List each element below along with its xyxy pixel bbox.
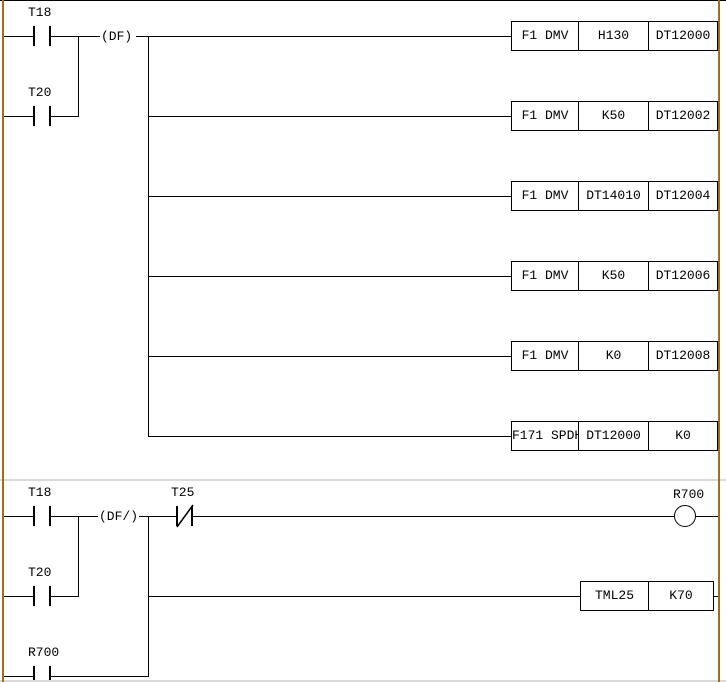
block-opcode: F1 DMV bbox=[512, 182, 579, 210]
wire bbox=[51, 36, 100, 37]
block-operand-1: H130 bbox=[579, 22, 649, 50]
block-operand-1: DT14010 bbox=[579, 182, 649, 210]
function-block-dmv-3[interactable]: F1 DMV DT14010 DT12004 bbox=[511, 181, 718, 211]
wire bbox=[193, 516, 674, 517]
timer-preset: K70 bbox=[669, 588, 693, 603]
block-opcode: F1 DMV bbox=[512, 102, 579, 130]
network-separator bbox=[0, 680, 726, 682]
function-block-spdh[interactable]: F171 SPDH DT12000 K0 bbox=[511, 421, 718, 451]
wire bbox=[148, 276, 511, 277]
no-contact-t18[interactable]: T18 bbox=[28, 5, 51, 46]
contact-bar bbox=[49, 506, 51, 526]
no-contact-t20[interactable]: T20 bbox=[28, 85, 51, 126]
contact-label: T18 bbox=[28, 485, 52, 500]
contact-bar bbox=[191, 506, 193, 526]
wire bbox=[148, 116, 511, 117]
nc-slash-icon bbox=[176, 504, 194, 528]
wire bbox=[4, 116, 33, 117]
right-power-rail bbox=[718, 0, 720, 682]
wire bbox=[4, 36, 33, 37]
wire bbox=[148, 436, 511, 437]
contact-bar bbox=[33, 26, 35, 46]
wire bbox=[4, 676, 33, 677]
wire bbox=[139, 516, 176, 517]
block-opcode: F1 DMV bbox=[512, 22, 579, 50]
timer-block-tml25[interactable]: TML25 K70 bbox=[580, 581, 714, 611]
network-separator bbox=[0, 479, 726, 481]
function-block-dmv-1[interactable]: F1 DMV H130 DT12000 bbox=[511, 21, 718, 51]
wire bbox=[714, 596, 718, 597]
no-contact-t18-2[interactable]: T18 bbox=[28, 485, 51, 526]
block-operand-2: DT12000 bbox=[655, 28, 711, 43]
contact-label: T20 bbox=[28, 565, 52, 580]
coil-label: R700 bbox=[673, 487, 705, 502]
coil-r700[interactable]: R700 bbox=[673, 487, 704, 527]
block-opcode: F171 SPDH bbox=[512, 422, 579, 450]
wire bbox=[148, 596, 580, 597]
wire bbox=[51, 516, 98, 517]
block-operand-1: K50 bbox=[579, 102, 649, 130]
contact-label: R700 bbox=[28, 645, 60, 660]
contact-bar bbox=[33, 666, 35, 682]
function-block-dmv-2[interactable]: F1 DMV K50 DT12002 bbox=[511, 101, 718, 131]
contact-bar bbox=[33, 106, 35, 126]
nc-contact-t25[interactable]: T25 bbox=[171, 485, 194, 528]
block-operand-2: DT12006 bbox=[655, 268, 711, 283]
wire bbox=[136, 36, 511, 37]
wire bbox=[4, 516, 33, 517]
block-operand-1: DT12000 bbox=[579, 422, 649, 450]
block-operand-1: K50 bbox=[579, 262, 649, 290]
block-operand-2: DT12008 bbox=[655, 348, 711, 363]
wire bbox=[148, 36, 149, 437]
function-block-dmv-5[interactable]: F1 DMV K0 DT12008 bbox=[511, 341, 718, 371]
wire bbox=[51, 116, 79, 117]
contact-bar bbox=[176, 506, 178, 526]
block-operand-2: DT12002 bbox=[655, 108, 711, 123]
contact-bar bbox=[33, 586, 35, 606]
contact-bar bbox=[33, 506, 35, 526]
block-opcode: F1 DMV bbox=[512, 342, 579, 370]
left-power-rail bbox=[2, 0, 4, 682]
wire bbox=[148, 356, 511, 357]
function-block-dmv-4[interactable]: F1 DMV K50 DT12006 bbox=[511, 261, 718, 291]
contact-bar bbox=[49, 106, 51, 126]
contact-label: T20 bbox=[28, 85, 52, 100]
block-operand-2: DT12004 bbox=[655, 188, 711, 203]
wire bbox=[51, 596, 79, 597]
contact-label: T18 bbox=[28, 5, 52, 20]
wire bbox=[148, 196, 511, 197]
wire bbox=[4, 596, 33, 597]
canvas-top-border bbox=[0, 0, 726, 1]
timer-opcode: TML25 bbox=[581, 582, 649, 610]
contact-bar bbox=[49, 666, 51, 682]
wire bbox=[78, 516, 79, 597]
df-pulse-instruction[interactable]: (DF) bbox=[100, 29, 134, 44]
contact-bar bbox=[49, 26, 51, 46]
wire bbox=[148, 516, 149, 677]
df-falling-pulse-instruction[interactable]: (DF/) bbox=[98, 509, 140, 524]
block-opcode: F1 DMV bbox=[512, 262, 579, 290]
contact-label: T25 bbox=[171, 485, 195, 500]
contact-bar bbox=[49, 586, 51, 606]
block-operand-1: K0 bbox=[579, 342, 649, 370]
wire bbox=[696, 516, 718, 517]
no-contact-r700[interactable]: R700 bbox=[28, 645, 59, 682]
block-operand-2: K0 bbox=[675, 428, 691, 443]
wire bbox=[51, 676, 149, 677]
no-contact-t20-2[interactable]: T20 bbox=[28, 565, 51, 606]
wire bbox=[78, 36, 79, 117]
